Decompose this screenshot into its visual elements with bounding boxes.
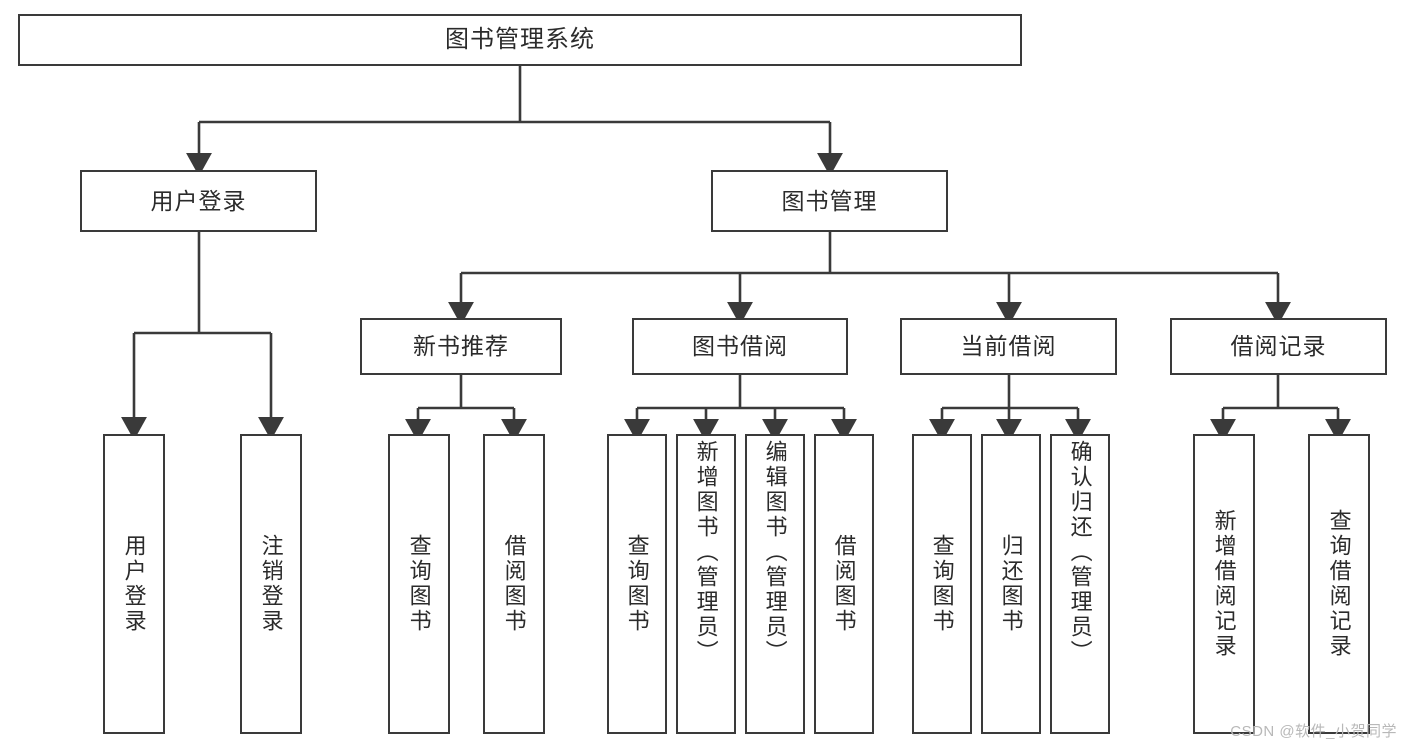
node-leaf-return-book[interactable]: 归还图书 xyxy=(981,434,1041,734)
node-leaf-query-book-recommend[interactable]: 查询图书 xyxy=(388,434,450,734)
watermark: CSDN @软件_小贺同学 xyxy=(1230,723,1397,740)
node-label: 归还图书 xyxy=(998,534,1024,634)
node-leaf-add-book-admin[interactable]: 新增图书（管理员） xyxy=(676,434,736,734)
node-leaf-add-borrow-record[interactable]: 新增借阅记录 xyxy=(1193,434,1255,734)
node-user-login[interactable]: 用户登录 xyxy=(80,170,317,232)
node-label: 借阅图书 xyxy=(831,534,857,634)
node-label: 新增图书（管理员） xyxy=(693,440,719,665)
node-label: 查询图书 xyxy=(929,534,955,634)
node-label: 图书借阅 xyxy=(692,333,788,360)
node-leaf-confirm-return-admin[interactable]: 确认归还（管理员） xyxy=(1050,434,1110,734)
node-leaf-logout[interactable]: 注销登录 xyxy=(240,434,302,734)
node-label: 用户登录 xyxy=(121,534,147,634)
node-label: 查询图书 xyxy=(624,534,650,634)
node-leaf-borrow-book-recommend[interactable]: 借阅图书 xyxy=(483,434,545,734)
node-book-borrow[interactable]: 图书借阅 xyxy=(632,318,848,375)
node-label: 图书管理系统 xyxy=(445,26,595,54)
node-label: 借阅图书 xyxy=(501,534,527,634)
node-new-book-recommend[interactable]: 新书推荐 xyxy=(360,318,562,375)
node-label: 借阅记录 xyxy=(1230,333,1327,360)
node-label: 用户登录 xyxy=(150,187,247,214)
node-label: 编辑图书（管理员） xyxy=(762,440,788,665)
node-leaf-user-login[interactable]: 用户登录 xyxy=(103,434,165,734)
node-label: 查询图书 xyxy=(406,534,432,634)
node-leaf-query-book-current[interactable]: 查询图书 xyxy=(912,434,972,734)
node-label: 新书推荐 xyxy=(413,333,509,360)
node-leaf-edit-book-admin[interactable]: 编辑图书（管理员） xyxy=(745,434,805,734)
node-label: 新增借阅记录 xyxy=(1211,509,1237,659)
node-label: 注销登录 xyxy=(258,534,284,634)
node-leaf-query-book-borrow[interactable]: 查询图书 xyxy=(607,434,667,734)
node-leaf-query-borrow-record[interactable]: 查询借阅记录 xyxy=(1308,434,1370,734)
node-current-borrow[interactable]: 当前借阅 xyxy=(900,318,1117,375)
node-label: 确认归还（管理员） xyxy=(1067,440,1093,665)
node-borrow-record[interactable]: 借阅记录 xyxy=(1170,318,1387,375)
node-label: 图书管理 xyxy=(781,187,878,214)
node-root-library-system[interactable]: 图书管理系统 xyxy=(18,14,1022,66)
node-label: 查询借阅记录 xyxy=(1326,509,1352,659)
node-book-management[interactable]: 图书管理 xyxy=(711,170,948,232)
node-label: 当前借阅 xyxy=(960,333,1057,360)
node-leaf-borrow-book[interactable]: 借阅图书 xyxy=(814,434,874,734)
